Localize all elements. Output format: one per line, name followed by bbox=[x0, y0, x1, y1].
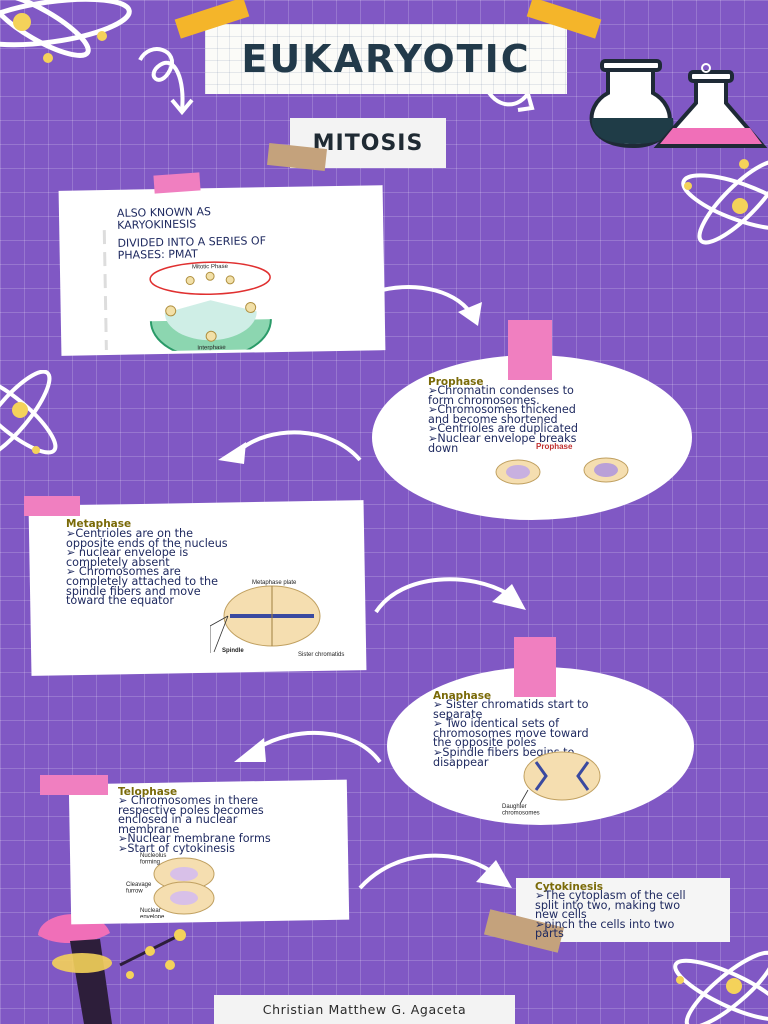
prophase-figure-title: Prophase bbox=[536, 442, 573, 451]
anaphase-title: Anaphase bbox=[433, 690, 492, 702]
metaphase-label-plate: Metaphase plate bbox=[252, 580, 297, 586]
diagram-label-top: Mitotic Phase bbox=[192, 264, 229, 271]
tape-decoration bbox=[514, 637, 556, 697]
telophase-body: ➢ Chromosomes in there respective poles … bbox=[118, 794, 271, 855]
curved-arrow-icon bbox=[374, 577, 526, 614]
page-subtitle: MITOSIS bbox=[312, 130, 424, 156]
intro-line-2: DIVIDED INTO A SERIES OF PHASES: PMAT bbox=[117, 234, 267, 262]
metaphase-label-chromatids: Sister chromatids bbox=[298, 652, 344, 658]
cell-cycle-diagram: Mitotic Phase Interphase bbox=[149, 261, 272, 352]
author-banner: Christian Matthew G. Agaceta bbox=[214, 995, 515, 1024]
dashed-line bbox=[102, 230, 108, 351]
tape-decoration bbox=[40, 775, 108, 795]
metaphase-body: ➢Centrioles are on the opposite ends of … bbox=[66, 527, 228, 608]
diagram-label-bottom: Interphase bbox=[197, 345, 226, 352]
page-title: EUKARYOTIC bbox=[241, 37, 531, 81]
prophase-figure: Prophase bbox=[495, 442, 629, 485]
prophase-body: ➢Chromatin condenses to form chromosomes… bbox=[428, 384, 579, 455]
cytokinesis-body: ➢The cytoplasm of the cell split into tw… bbox=[535, 889, 686, 941]
curved-arrow-icon bbox=[381, 285, 482, 326]
prophase-circle bbox=[372, 355, 692, 520]
intro-line-1: ALSO KNOWN AS KARYOKINESIS bbox=[116, 205, 212, 232]
curved-arrow-icon bbox=[234, 730, 382, 764]
atom-icon bbox=[0, 0, 132, 63]
intro-card: ALSO KNOWN AS KARYOKINESIS DIVIDED INTO … bbox=[58, 185, 386, 356]
cytokinesis-title: Cytokinesis bbox=[535, 881, 604, 893]
tape-decoration bbox=[153, 172, 201, 194]
anaphase-body: ➢ Sister chromatids start to separate ➢ … bbox=[433, 698, 589, 769]
telophase-label-envelope: Nuclearenvelopeforming bbox=[140, 908, 165, 918]
metaphase-figure: Metaphase plate Spindle Sister chromatid… bbox=[210, 580, 344, 658]
curved-arrow-icon bbox=[358, 853, 512, 890]
curved-arrow-icon bbox=[218, 430, 362, 464]
atom-icon bbox=[0, 370, 58, 461]
telophase-title: Telophase bbox=[118, 786, 178, 798]
tape-decoration bbox=[508, 320, 552, 380]
prophase-title: Prophase bbox=[428, 376, 484, 388]
metaphase-title: Metaphase bbox=[66, 518, 132, 530]
atom-icon bbox=[673, 950, 768, 1024]
atom-icon bbox=[681, 159, 768, 245]
flask-icon bbox=[589, 59, 768, 149]
metaphase-label-spindle: Spindle bbox=[222, 648, 244, 654]
author-name: Christian Matthew G. Agaceta bbox=[262, 1002, 467, 1017]
tape-decoration bbox=[24, 496, 80, 516]
tape-decoration bbox=[267, 143, 327, 171]
title-banner: EUKARYOTIC bbox=[205, 24, 567, 94]
